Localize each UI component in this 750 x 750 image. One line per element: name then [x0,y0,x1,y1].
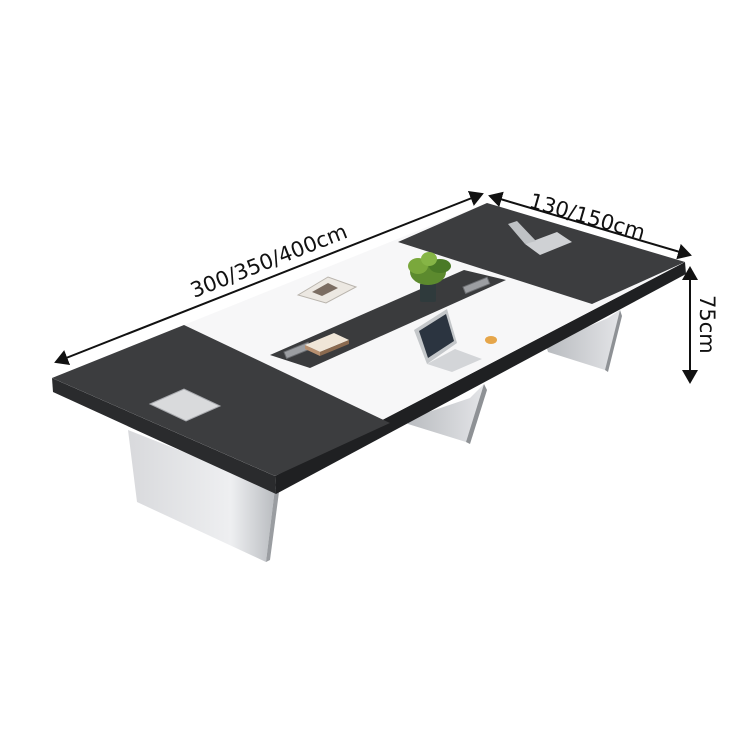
leg-middle [405,384,484,442]
table-edge-front [52,378,276,494]
table-edge-right [275,262,686,494]
closed-laptop [148,388,222,422]
length-dimension-line [54,190,484,366]
cup [485,336,497,344]
leg-front-left [128,430,275,562]
height-dimension-label: 75cm [695,295,719,354]
width-dimension-line [488,191,692,260]
table-legs [128,310,622,562]
leg-back-right [546,310,620,370]
